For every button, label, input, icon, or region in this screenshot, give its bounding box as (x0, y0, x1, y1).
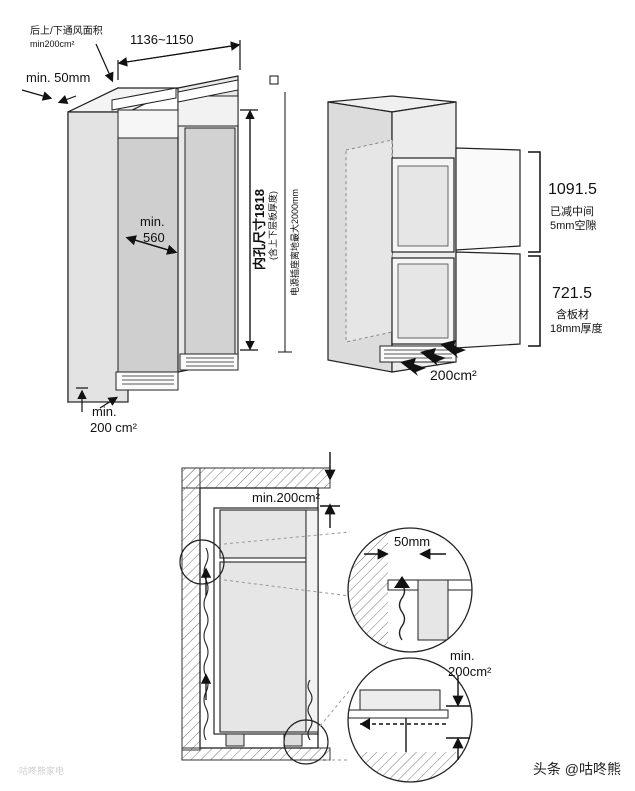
height-label: 内孔尺寸1818 (252, 189, 267, 270)
height-dimension (240, 109, 258, 351)
socket-note: 电源插座离地最大2000mm (289, 189, 300, 296)
width-range: 1136~1150 (130, 32, 194, 47)
section-view (179, 467, 351, 765)
width-dimension (117, 40, 241, 80)
bottom-clearance-arrows (446, 676, 470, 760)
faint-watermark: ·咕咚熊家电 (16, 766, 64, 776)
vent-area-arrow (95, 43, 114, 83)
bottom-vent-value: 200 cm² (90, 420, 138, 435)
upper-brace (528, 151, 541, 253)
author-credit: 头条 @咕咚熊 (532, 761, 621, 777)
bottom-vent-min: min. (92, 404, 117, 419)
bottom-clearance-min: min. (450, 648, 475, 663)
fridge-cabinet-3d (327, 95, 521, 373)
lower-note-1: 含板材 (556, 307, 589, 321)
lower-brace (528, 255, 541, 347)
upper-note-1: 已减中间 (550, 205, 594, 218)
top-vent-label: min.200cm² (252, 490, 321, 505)
top-clearance-arrows (320, 452, 340, 528)
side-by-side-cabinet (67, 75, 239, 403)
gap-label: 50mm (394, 534, 430, 549)
vent-area-value: min200cm² (30, 39, 75, 49)
lower-value: 721.5 (552, 285, 592, 302)
depth-arrow (125, 235, 178, 255)
bottom-vent-arrow (76, 387, 119, 412)
bottom-clearance-value: 200cm² (448, 664, 492, 679)
upper-value: 1091.5 (548, 181, 597, 198)
height-note: (含上下层板厚度) (267, 191, 278, 260)
depth-label-value: 560 (143, 230, 165, 245)
depth-label-min: min. (140, 214, 165, 229)
side-gap-label: min. 50mm (26, 70, 90, 85)
upper-note-2: 5mm空隙 (550, 218, 596, 232)
socket-dimension (269, 75, 292, 353)
vent-area-label: 后上/下通风面积 (30, 25, 103, 37)
detail-lower (347, 657, 473, 783)
lower-note-2: 18mm厚度 (550, 321, 603, 335)
airflow-arrows (400, 340, 466, 376)
side-gap-arrow (21, 89, 77, 104)
top-right-vent-label: 200cm² (430, 367, 477, 383)
